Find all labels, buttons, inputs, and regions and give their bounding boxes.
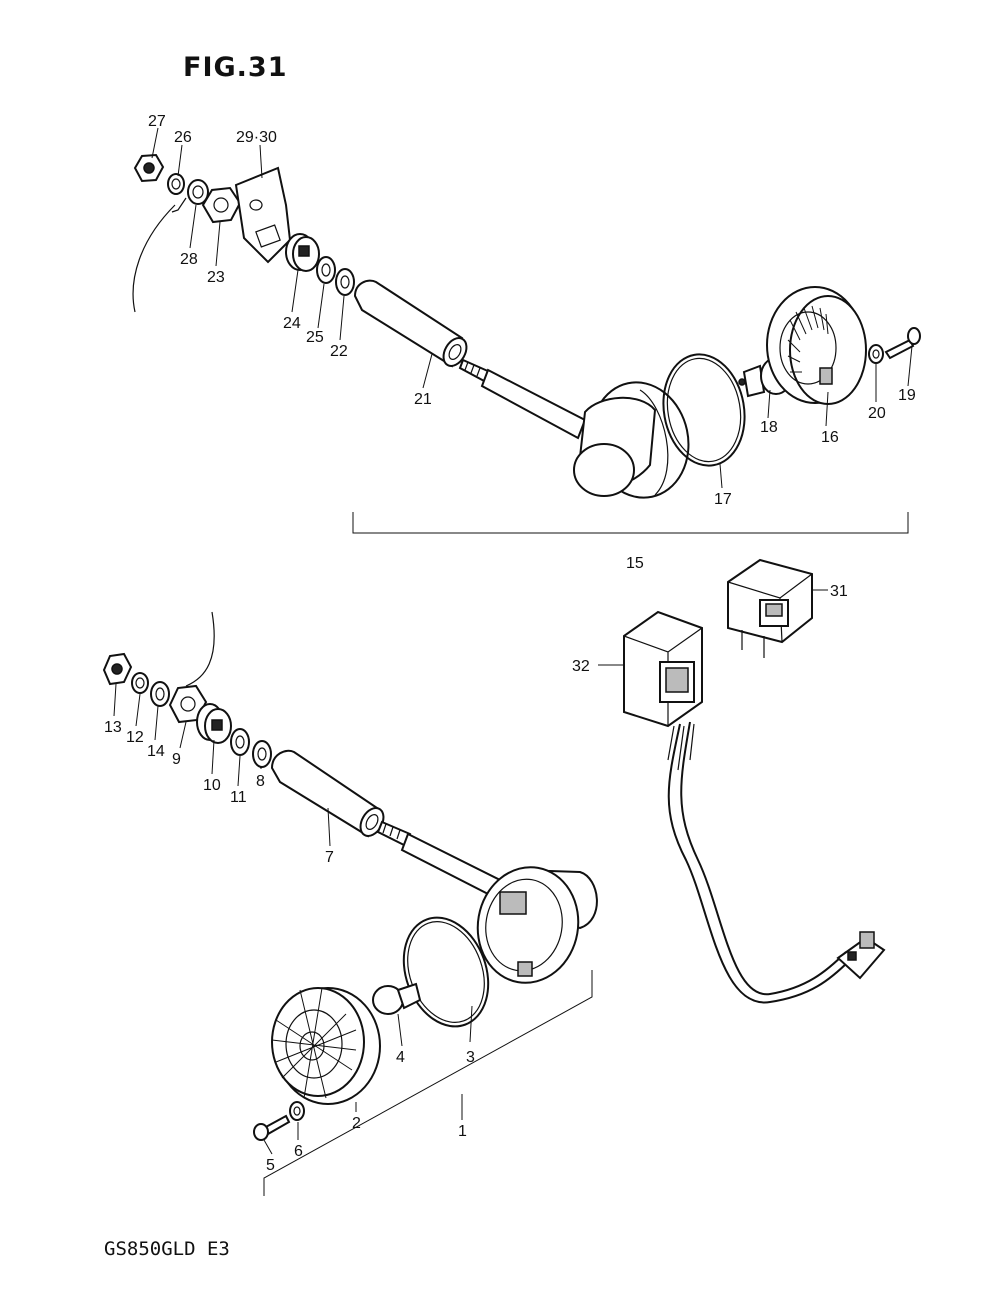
- label-1: 1: [458, 1123, 467, 1140]
- label-3: 3: [466, 1049, 475, 1066]
- label-28: 28: [180, 251, 198, 268]
- part-11-washer: [230, 728, 250, 756]
- part-6-washer: [289, 1101, 305, 1121]
- lower-lamp-housing: [476, 866, 598, 984]
- label-29-30: 29·30: [236, 129, 277, 146]
- harness-connector: [836, 931, 886, 980]
- part-26-washer: [167, 173, 185, 195]
- part-28-terminal: [171, 179, 209, 213]
- part-31-relay: [727, 558, 813, 658]
- assembly-15-bracket-line: [352, 512, 909, 534]
- part-8-lockwasher: [252, 740, 272, 768]
- label-9: 9: [172, 751, 181, 768]
- label-12: 12: [126, 729, 144, 746]
- leader-lines: [113, 127, 913, 1155]
- upper-turn-signal-assembly: [132, 153, 921, 534]
- label-10: 10: [203, 777, 221, 794]
- label-23: 23: [207, 269, 225, 286]
- part-number-labels: 27 26 29·30 28 23 24 25 22 21 18 16 20 1…: [104, 113, 916, 1174]
- part-9-nut: [168, 684, 208, 724]
- part-10-spacer: [196, 703, 232, 744]
- label-26: 26: [174, 129, 192, 146]
- part-16-lens: [766, 286, 867, 405]
- label-21: 21: [414, 391, 432, 408]
- part-2-lens: [271, 987, 381, 1105]
- part-12-washer: [131, 672, 149, 694]
- part-14-washer: [150, 681, 170, 707]
- label-24: 24: [283, 315, 301, 332]
- model-code: GS850GLD E3: [104, 1238, 230, 1260]
- part-27-nut: [133, 153, 165, 183]
- label-13: 13: [104, 719, 122, 736]
- assembly-1-bracket-line: [263, 970, 593, 1196]
- lower-wire: [185, 611, 215, 687]
- part-20-washer: [868, 344, 884, 364]
- upper-wire: [132, 204, 176, 313]
- part-7-sleeve: [270, 749, 385, 838]
- label-31: 31: [830, 583, 848, 600]
- label-8: 8: [256, 773, 265, 790]
- label-17: 17: [714, 491, 732, 508]
- label-18: 18: [760, 419, 778, 436]
- label-7: 7: [325, 849, 334, 866]
- label-6: 6: [294, 1143, 303, 1160]
- label-20: 20: [868, 405, 886, 422]
- part-17-gasket: [662, 353, 746, 467]
- part-19-screw: [884, 327, 921, 360]
- part-25-washer: [316, 256, 336, 284]
- part-32-flasher-unit: [623, 610, 703, 728]
- figure-title: FIG.31: [183, 52, 288, 83]
- lower-threaded-stem: [376, 820, 502, 898]
- part-4-bulb: [372, 982, 422, 1015]
- part-5-screw: [253, 1114, 291, 1141]
- label-5: 5: [266, 1157, 275, 1174]
- upper-threaded-stem: [458, 358, 587, 440]
- lower-turn-signal-assembly: [102, 611, 598, 1196]
- part-22-lockwasher: [335, 268, 355, 296]
- label-11: 11: [230, 789, 247, 806]
- upper-lamp-housing: [573, 381, 690, 499]
- label-15: 15: [626, 555, 644, 572]
- label-27: 27: [148, 113, 166, 130]
- label-4: 4: [396, 1049, 405, 1066]
- part-24-spacer: [285, 233, 320, 272]
- part-21-sleeve: [353, 279, 468, 368]
- wire-harness: [667, 721, 851, 1004]
- part-29-30-bracket: [234, 166, 292, 264]
- part-13-nut: [102, 652, 133, 686]
- label-2: 2: [352, 1115, 361, 1132]
- label-19: 19: [898, 387, 916, 404]
- label-22: 22: [330, 343, 348, 360]
- label-25: 25: [306, 329, 324, 346]
- label-32: 32: [572, 658, 590, 675]
- label-14: 14: [147, 743, 165, 760]
- label-16: 16: [821, 429, 839, 446]
